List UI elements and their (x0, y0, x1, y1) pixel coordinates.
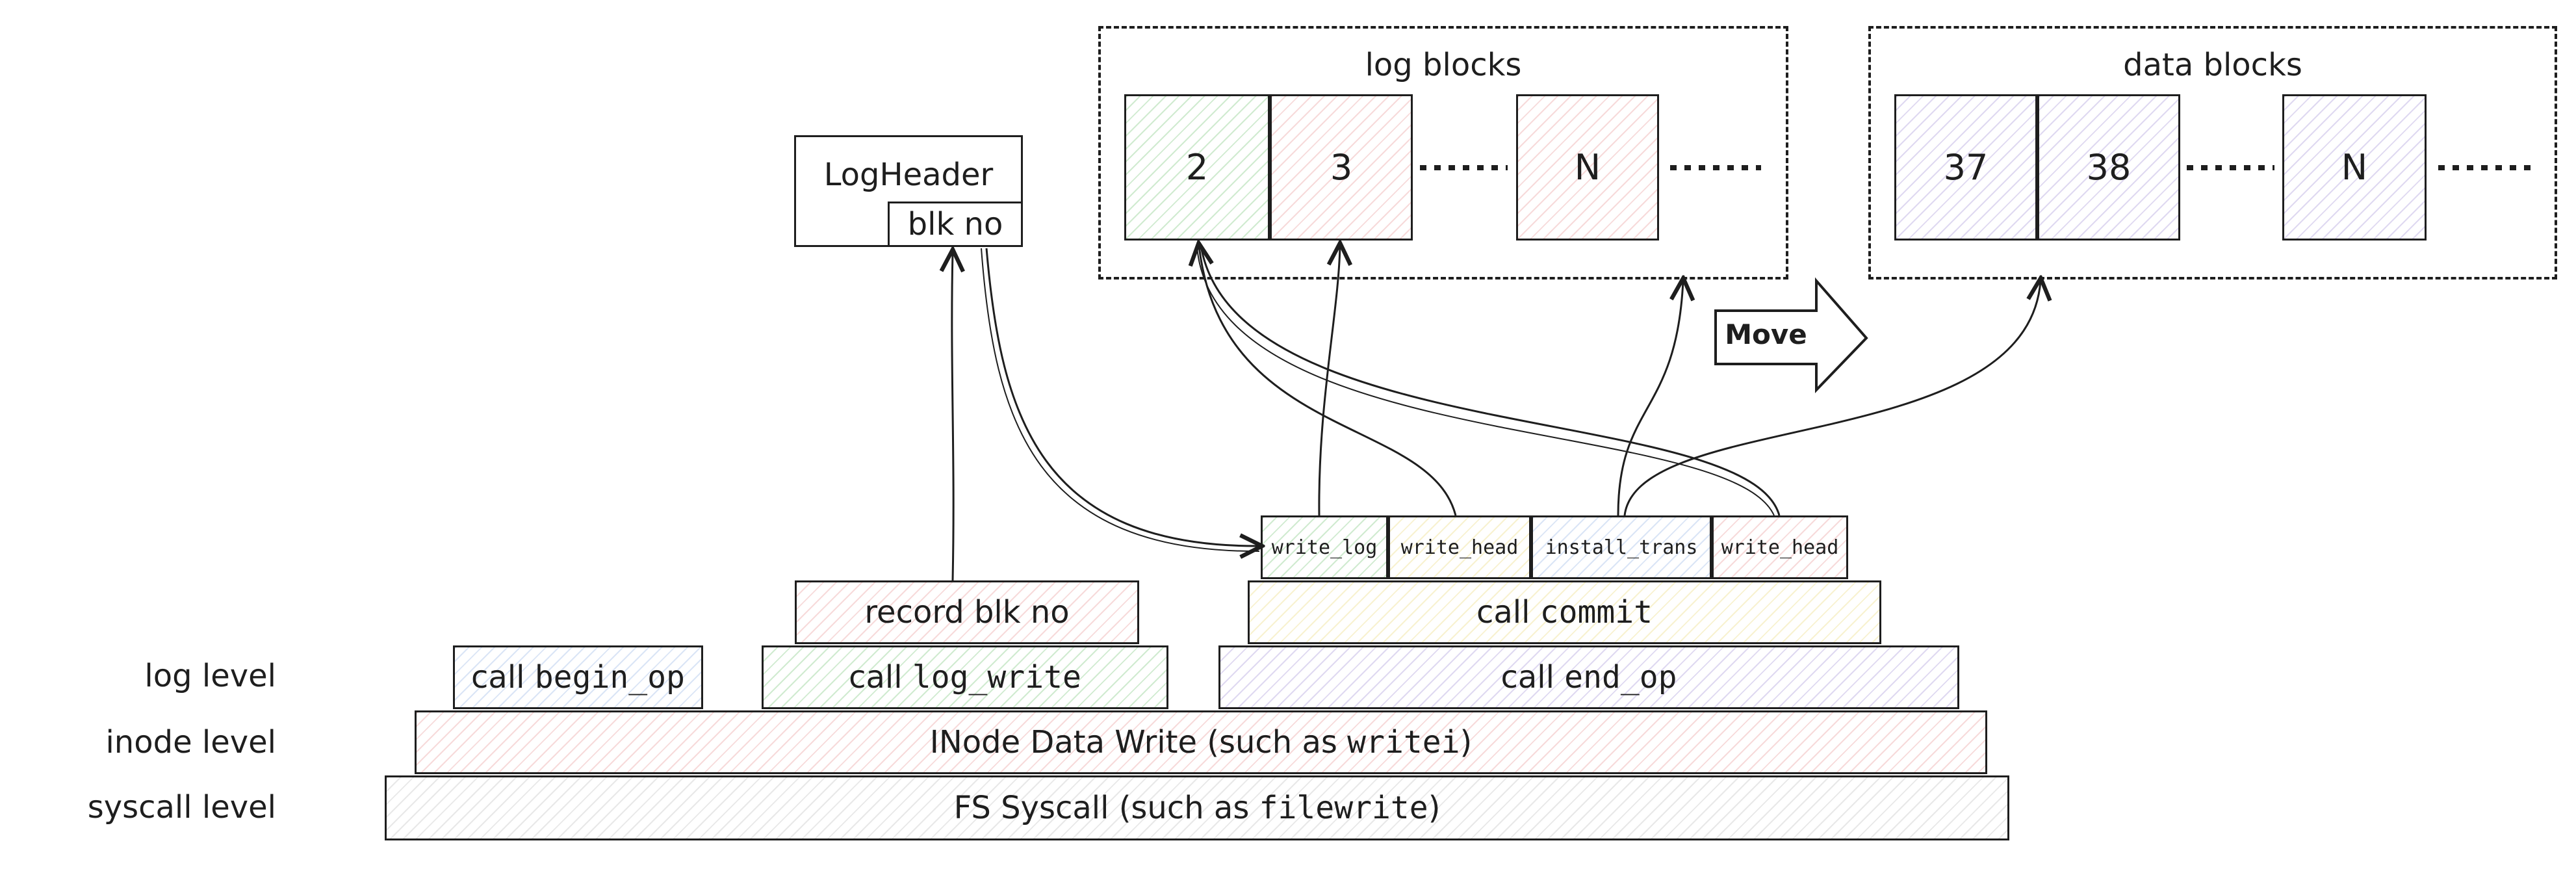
fs-syscall-bar: FS Syscall (such as filewrite ) (385, 775, 2009, 840)
inode-data-write-bar: INode Data Write (such as writei ) (415, 710, 1987, 774)
call-begin-op-prefix: call (471, 659, 535, 696)
fs-syscall-code: filewrite (1259, 790, 1428, 826)
record-blk-no-label: record blk no (864, 594, 1070, 630)
inode-level-label: inode level (105, 724, 276, 760)
arrow-write-head-2-to-block-2 (1200, 245, 1781, 516)
arrow-logheader-to-write-log (985, 248, 1259, 546)
arrow-write-head-2-to-block-2-b (1196, 246, 1775, 516)
call-end-op-prefix: call (1501, 659, 1565, 696)
move-arrow-shape (1714, 277, 1868, 393)
call-end-op-code: end_op (1564, 659, 1677, 696)
call-log-write-code: log_write (912, 659, 1081, 696)
log-header-blk-no-field: blk no (888, 202, 1023, 247)
inode-write-code: writei (1347, 724, 1460, 760)
log-level-label: log level (144, 658, 276, 694)
syscall-level-label: syscall level (87, 789, 276, 826)
arrow-logheader-to-write-log-double (981, 248, 1260, 552)
inode-write-suffix: ) (1460, 724, 1473, 760)
call-commit-code: commit (1539, 594, 1653, 630)
log-block-n: N (1516, 94, 1659, 240)
arrow-install-to-log-blocks (1617, 281, 1683, 516)
log-block-2-label: 2 (1185, 147, 1209, 188)
install-trans-step: install_trans (1531, 515, 1712, 579)
fs-syscall-suffix: ) (1428, 790, 1441, 826)
log-blocks-title: log blocks (1365, 47, 1522, 83)
data-block-n-label: N (2341, 147, 2368, 188)
call-log-write-prefix: call (849, 659, 912, 696)
data-block-38: 38 (2037, 94, 2180, 240)
data-block-37-label: 37 (1943, 147, 1989, 188)
write-head-step-2: write_head (1712, 515, 1848, 579)
call-begin-op-box: call begin_op (453, 645, 703, 709)
log-header-blk-no-label: blk no (907, 206, 1003, 242)
log-blocks-container (1098, 26, 1788, 280)
log-block-3: 3 (1270, 94, 1413, 240)
arrow-record-to-logheader (952, 252, 953, 581)
record-blk-no-box: record blk no (795, 580, 1139, 644)
fs-syscall-prefix: FS Syscall (such as (953, 790, 1259, 826)
arrow-install-to-data-blocks (1623, 281, 2041, 516)
call-begin-op-code: begin_op (534, 659, 685, 696)
move-label: Move (1725, 318, 1807, 350)
call-log-write-box: call log_write (762, 645, 1168, 709)
write-head-step: write_head (1388, 515, 1531, 579)
data-block-38-label: 38 (2086, 147, 2132, 188)
write-head-step-2-label: write_head (1721, 536, 1839, 559)
inode-write-prefix: INode Data Write (such as (929, 724, 1348, 760)
log-block-3-label: 3 (1330, 147, 1353, 188)
data-blocks-container (1868, 26, 2557, 280)
data-block-n: N (2282, 94, 2427, 240)
call-end-op-box: call end_op (1218, 645, 1959, 709)
install-trans-step-label: install_trans (1545, 536, 1698, 559)
write-head-step-label: write_head (1400, 536, 1519, 559)
log-block-2: 2 (1124, 94, 1270, 240)
write-log-step: write_log (1261, 515, 1388, 579)
write-log-step-label: write_log (1271, 536, 1378, 559)
log-header-title: LogHeader (823, 157, 994, 193)
arrow-write-log-to-block-3 (1318, 246, 1340, 516)
call-commit-box: call commit (1248, 580, 1881, 644)
data-block-37: 37 (1894, 94, 2037, 240)
call-commit-prefix: call (1476, 594, 1540, 630)
data-blocks-title: data blocks (2123, 47, 2302, 83)
arrow-write-head-to-block-2 (1199, 246, 1457, 516)
log-block-n-label: N (1574, 147, 1601, 188)
